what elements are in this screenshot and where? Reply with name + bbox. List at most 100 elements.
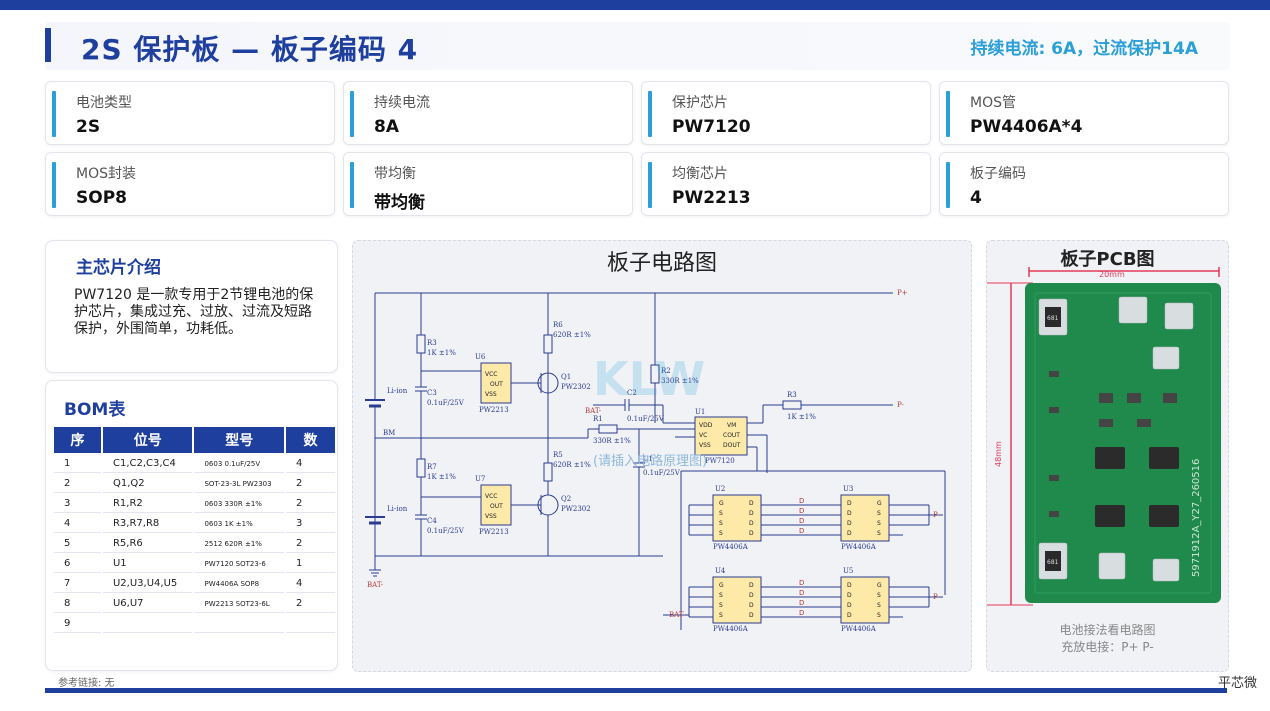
component-label: U3 [843, 485, 853, 493]
bom-ref [102, 615, 193, 633]
component-value: 620R ±1% [553, 461, 591, 469]
pcb-smd-part [1099, 419, 1113, 427]
component-value: PW4406A [713, 543, 749, 551]
page-subtitle: 持续电流: 6A，过流保护14A [970, 39, 1198, 59]
table-row: 8 U6,U7 PW2213 SOT23-6L 2 [54, 595, 335, 613]
bom-index: 4 [54, 515, 101, 533]
pcb-smd-part [1137, 419, 1151, 427]
pin-label: S [719, 530, 723, 537]
pin-label: D [749, 612, 754, 619]
component-label: R1 [593, 415, 603, 423]
component-value: PW2213 [479, 528, 509, 536]
pcb-smd-part [1049, 475, 1059, 481]
net-label-p-minus: P- [933, 511, 940, 519]
bom-ref: U1 [102, 555, 193, 573]
spec-value: PW2213 [672, 188, 751, 208]
pin-label: S [877, 602, 881, 609]
header: 2S 保护板 — 板子编码 4 持续电流: 6A，过流保护14A [45, 22, 1230, 70]
pin-label: VCC [485, 493, 497, 500]
bom-ref: R5,R6 [102, 535, 193, 553]
bom-index: 6 [54, 555, 101, 573]
spec-label: 持续电流 [374, 95, 430, 111]
chip-intro-text: PW7120 是一款专用于2节锂电池的保护芯片，集成过充、过放、过流及短路保护，… [74, 287, 314, 337]
spec-label: MOS管 [970, 95, 1016, 111]
pcb-resistor-mark: 681 [1047, 559, 1059, 566]
pcb-note-terminals: 充放电接：P+ P- [1061, 640, 1154, 654]
bom-qty: 4 [286, 455, 335, 473]
bom-qty: 2 [286, 535, 335, 553]
bom-ref: U2,U3,U4,U5 [102, 575, 193, 593]
pin-label: D [749, 602, 754, 609]
pin-label: S [719, 612, 723, 619]
bom-model: 0603 1K ±1% [194, 515, 285, 533]
spec-value: 4 [970, 188, 982, 208]
component-label: R5 [553, 451, 563, 459]
component-label: C4 [427, 517, 437, 525]
bom-ref: R3,R7,R8 [102, 515, 193, 533]
table-row: 2 Q1,Q2 SOT-23-3L PW2303 2 [54, 475, 335, 493]
spec-value: PW4406A*4 [970, 117, 1083, 137]
component-value: PW4406A [713, 625, 749, 633]
battery-label: Li-ion [387, 387, 408, 395]
component-label: R6 [553, 321, 563, 329]
bom-model: PW4406A SOP8 [194, 575, 285, 593]
spec-card-bar [946, 162, 950, 208]
component-label: U5 [843, 567, 853, 575]
pin-label: G [719, 582, 724, 589]
component-value: PW7120 [705, 457, 735, 465]
pcb-pad [1164, 302, 1194, 330]
bom-qty: 4 [286, 575, 335, 593]
bom-header-index: 序 [54, 427, 101, 453]
pin-label: D [847, 592, 852, 599]
component-label: R2 [661, 367, 671, 375]
component-label: U1 [695, 408, 705, 416]
pin-label: D [799, 599, 804, 607]
circuit-caption: (请插入电路原理图) [593, 453, 707, 469]
bom-index: 2 [54, 475, 101, 493]
pcb-pad [1152, 558, 1180, 582]
component-label: R3 [427, 339, 437, 347]
spec-card-balance: 带均衡 带均衡 [343, 152, 633, 216]
component-value: PW2213 [479, 406, 509, 414]
page-title: 2S 保护板 — 板子编码 4 [81, 33, 419, 66]
pcb-smd-part [1099, 393, 1113, 403]
spec-card-balance-chip: 均衡芯片 PW2213 [641, 152, 931, 216]
spec-label: 带均衡 [374, 166, 416, 182]
component-label: U6 [475, 353, 486, 361]
component-label: C3 [427, 389, 437, 397]
watermark-logo: KLW [593, 352, 705, 406]
pcb-pad [1152, 346, 1180, 370]
pin-label: S [719, 592, 723, 599]
top-bar [0, 0, 1270, 10]
bom-card: BOM表 序 位号 型号 数 1 C1,C2,C3,C4 0603 0.1uF/… [45, 380, 338, 671]
pin-label: D [749, 530, 754, 537]
spec-value: 8A [374, 117, 399, 137]
pcb-mosfet-chip [1149, 447, 1179, 469]
pin-label: VM [727, 422, 736, 429]
component-value: 330R ±1% [593, 437, 631, 445]
bom-qty: 2 [286, 475, 335, 493]
table-row: 5 R5,R6 2512 620R ±1% 2 [54, 535, 335, 553]
pcb-height-label: 48mm [994, 441, 1003, 467]
pcb-mosfet-chip [1095, 447, 1125, 469]
pin-label: D [749, 500, 754, 507]
pin-label: D [799, 609, 804, 617]
pin-label: D [799, 527, 804, 535]
component-label: U7 [475, 475, 485, 483]
bottom-bar [45, 688, 1227, 693]
spec-card-protection-chip: 保护芯片 PW7120 [641, 81, 931, 145]
table-row: 1 C1,C2,C3,C4 0603 0.1uF/25V 4 [54, 455, 335, 473]
chip-intro-title: 主芯片介绍 [76, 258, 161, 278]
pin-label: DOUT [723, 442, 741, 449]
component-label: R3 [787, 391, 797, 399]
component-value: PW4406A [841, 543, 877, 551]
pin-label: VSS [699, 442, 711, 449]
net-label-bat-minus: BAT- [367, 581, 384, 589]
table-row: 3 R1,R2 0603 330R ±1% 2 [54, 495, 335, 513]
bom-ref: Q1,Q2 [102, 475, 193, 493]
component-label: U4 [715, 567, 726, 575]
reference-link[interactable]: 参考链接: 无 [58, 678, 115, 689]
spec-card-bar [52, 91, 56, 137]
pin-label: D [749, 582, 754, 589]
component-value: 0.1uF/25V [427, 399, 465, 407]
